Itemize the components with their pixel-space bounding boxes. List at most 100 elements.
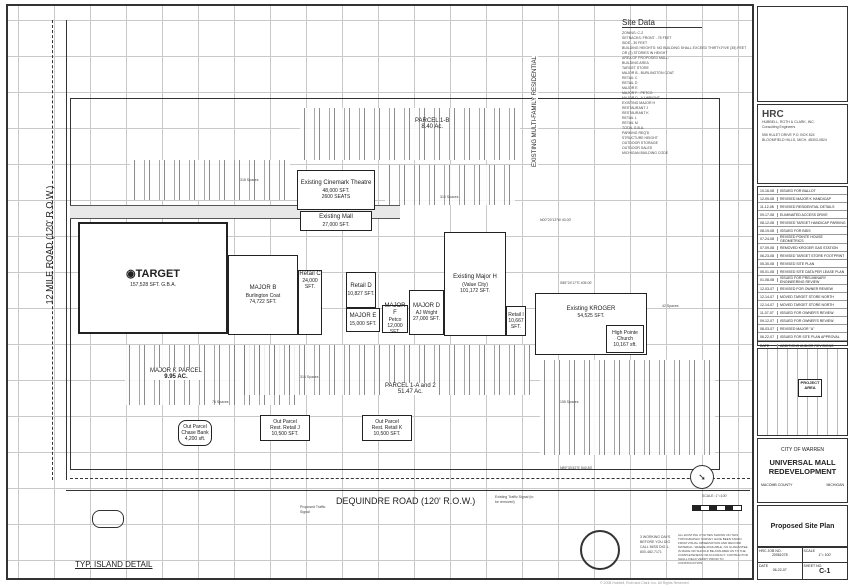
parcel-name: MAJOR K PARCEL bbox=[150, 368, 202, 374]
road-label-12-mile: 12 MILE ROAD (120' R.O.W.) bbox=[44, 185, 55, 305]
location-map: PROJECT AREA bbox=[757, 348, 848, 436]
notice-text: ALL EXISTING UTILITIES SHOWN ON THIS TOP… bbox=[678, 533, 748, 565]
site-data-line: RETAIL L bbox=[622, 116, 637, 120]
firm-address-2: BLOOMFIELD HILLS, MICH. 48303-0824 bbox=[762, 138, 827, 142]
building-name: MAJOR D bbox=[413, 302, 440, 309]
site-boundary bbox=[70, 98, 720, 470]
building-name: Existing KROGER bbox=[566, 306, 616, 312]
site-data-line: OUTDOOR STORAGE bbox=[622, 141, 658, 145]
revision-desc: ISSUED FOR OWNER'S REVIEW bbox=[780, 310, 834, 315]
site-data-line: BUILDING AREA bbox=[622, 61, 649, 65]
client-name: CITY OF WARREN bbox=[780, 447, 825, 453]
project-name: UNIVERSAL MALL REDEVELOPMENT bbox=[768, 458, 837, 476]
building-name: Out Parcel bbox=[273, 419, 297, 425]
revision-date: 07-09-08 bbox=[758, 245, 778, 250]
bearing-label: N00°20'13"W 40.00' bbox=[540, 218, 572, 222]
job-no-cell: HRC JOB NO.20061078 bbox=[758, 548, 803, 563]
site-data-line: PARKING REQ'D bbox=[622, 131, 650, 135]
revision-date: 07-24-08 bbox=[758, 237, 778, 241]
revision-desc: REVISED FOR OWNER REVIEW bbox=[780, 286, 833, 291]
scale-label: SCALE bbox=[803, 549, 815, 553]
site-data-line: TOTAL G.B.A. bbox=[622, 126, 645, 130]
building-name: Existing Mall bbox=[319, 214, 353, 221]
miss-dig-notice: 3 WORKING DAYS BEFORE YOU DIG CALL MISS … bbox=[640, 535, 671, 554]
building-name: TARGET bbox=[135, 268, 180, 281]
job-no-label: HRC JOB NO. bbox=[759, 549, 782, 553]
site-data-line: MAJOR F - PETCO bbox=[622, 91, 653, 95]
building-name: MAJOR E bbox=[349, 313, 377, 320]
revision-date: 12-14-07 bbox=[758, 302, 778, 307]
building-area: 10,167 sft. bbox=[613, 342, 637, 348]
site-data-line: RESTAURANT J bbox=[622, 106, 649, 110]
spaces-label: 155 Spaces bbox=[560, 400, 579, 404]
revision-desc: REVISED RESIDENTIAL DETAILS bbox=[780, 204, 835, 209]
building-area: 10,500 SFT. bbox=[373, 431, 401, 437]
site-data-line: TARGET STORE bbox=[622, 66, 649, 70]
building-tenant: Burlington Coat bbox=[245, 292, 281, 299]
building-name: Out Parcel bbox=[183, 424, 207, 430]
site-data-line: MAJOR E bbox=[622, 86, 638, 90]
revision-date: 06-23-08 bbox=[758, 253, 778, 258]
revision-date: 08-12-08 bbox=[758, 220, 778, 225]
building-tenant: Petco bbox=[388, 317, 402, 324]
revision-date: 11-07-07 bbox=[758, 310, 778, 315]
revision-desc: REVISED TARGET STORE FOOTPRINT bbox=[780, 253, 845, 258]
residential-label: EXISTING MULTI-FAMILY RESIDENTIAL bbox=[532, 54, 538, 168]
bearing-label: S89°24'17"E 405.00' bbox=[560, 281, 593, 285]
revision-desc: ISSUED FOR BALLOT bbox=[780, 188, 816, 193]
rev-header-desc: ADDITIONS AND/OR REVISIONS bbox=[780, 343, 834, 348]
job-no: 20061078 bbox=[771, 553, 788, 557]
revision-date: 09-12-07 bbox=[758, 318, 778, 323]
revision-desc: REMOVED KROGER GAS STATION bbox=[780, 245, 838, 250]
parcel-area: 8.40 Ac. bbox=[421, 124, 444, 130]
road-label-dequindre: DEQUINDRE ROAD (120' R.O.W.) bbox=[336, 496, 476, 506]
building-name: MAJOR F bbox=[384, 302, 406, 316]
sheet-title: Proposed Site Plan bbox=[757, 505, 848, 547]
revision-date: 08-03-07 bbox=[758, 326, 778, 331]
revision-desc: ISSUED FOR OWNER'S REVIEW bbox=[780, 318, 834, 323]
spaces-label: 76 Spaces bbox=[212, 400, 229, 404]
site-data-line: RESTAURANT K bbox=[622, 111, 649, 115]
site-data-line: RETAIL M bbox=[622, 121, 638, 125]
scale-bar bbox=[692, 505, 742, 511]
building-area: 4,200 sft. bbox=[184, 436, 206, 442]
building-name: Retail I bbox=[508, 312, 524, 318]
sheet-label: SHEET NO. bbox=[803, 563, 823, 568]
copyright: © 2008 Hubbell, Roth and Clark, Inc. All… bbox=[600, 581, 689, 585]
revision-date: 11-12-08 bbox=[758, 204, 778, 209]
bearing-label: N89°33'42"E 540.83' bbox=[560, 466, 593, 470]
site-data-line: RETAIL D bbox=[622, 81, 638, 85]
building-area: 10,500 SFT. bbox=[271, 431, 299, 437]
revision-desc: ISSUED FOR SITE PLAN APPROVAL bbox=[780, 334, 840, 339]
building-area: 27,000 SFT. bbox=[413, 316, 440, 323]
firm-address-1: 555 HULET DRIVE P.O. BOX 824 bbox=[762, 133, 815, 137]
revision-desc: REVISED SITE DATA PER LEASE PLAN bbox=[780, 269, 845, 274]
site-data-line: BUILDING HEIGHTS: NO BUILDING SHALL EXCE… bbox=[622, 46, 747, 55]
building-tenant: Rest. Retail K bbox=[371, 425, 403, 431]
site-data-line: MAJOR D - AJ WRIGHT bbox=[622, 96, 660, 100]
parcel-area: 9.95 AC. bbox=[164, 374, 188, 380]
revision-date: 08-19-08 bbox=[758, 228, 778, 233]
north-arrow-icon: ➘ bbox=[690, 465, 714, 489]
revision-date: 06-22-07 bbox=[758, 334, 778, 339]
